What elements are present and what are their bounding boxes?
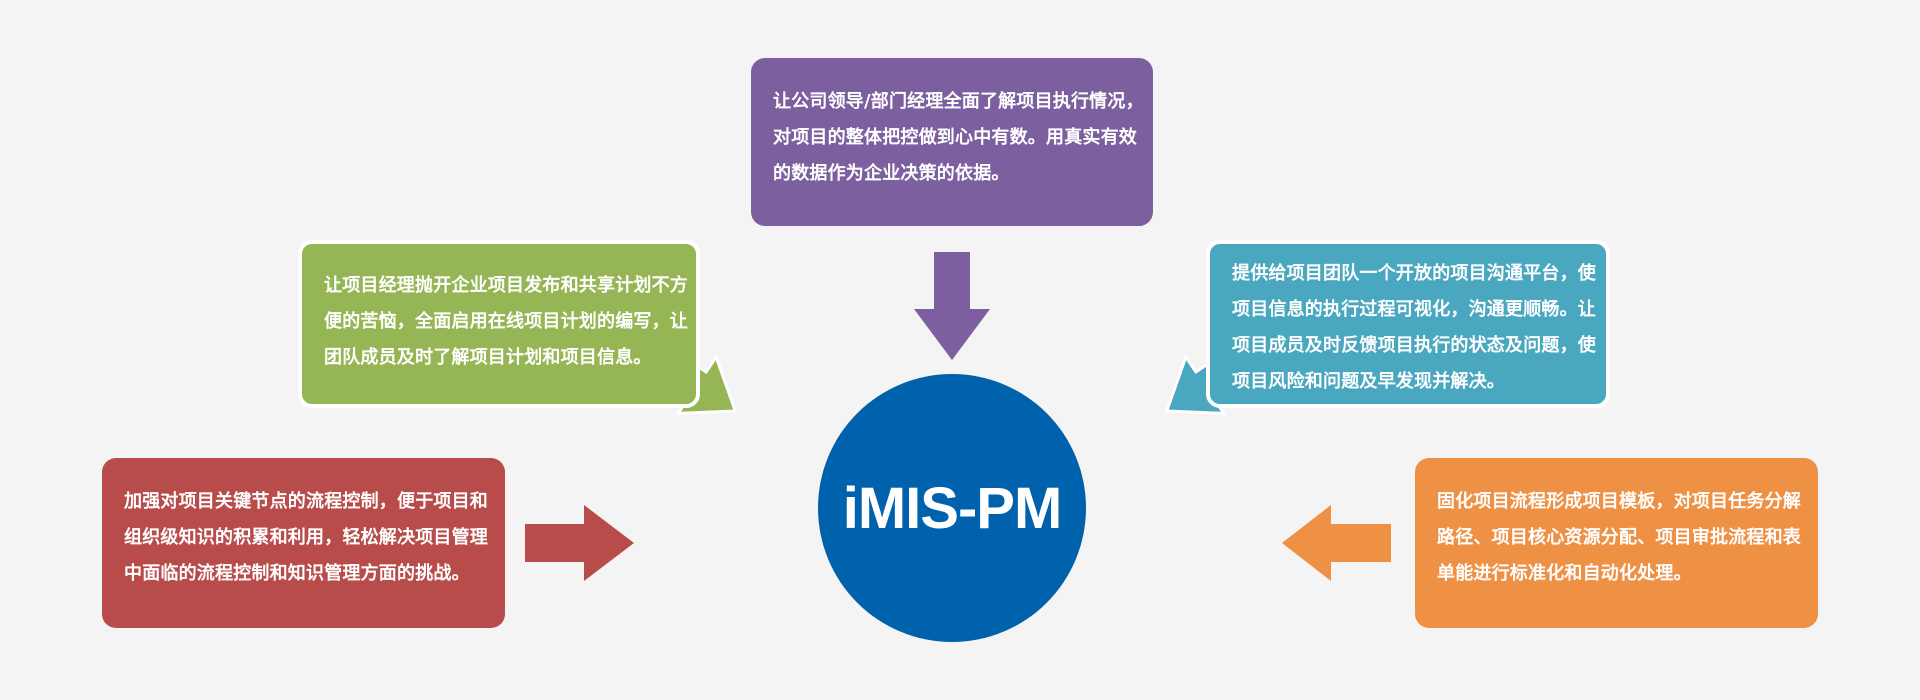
arrow-left-right xyxy=(525,505,634,581)
goal-lower-right-line-1: 固化项目流程形成项目模板，对项目任务分解 xyxy=(1437,491,1801,512)
goal-lower-left-line-2: 组织级知识的积累和利用，轻松解决项目管理 xyxy=(124,527,488,548)
goal-top-line-3: 的数据作为企业决策的依据。 xyxy=(773,163,1010,184)
goal-upper-right-line-2: 项目信息的执行过程可视化，沟通更顺畅。让 xyxy=(1232,299,1596,320)
goal-upper-left-line-1: 让项目经理抛开企业项目发布和共享计划不方 xyxy=(324,275,688,296)
goal-upper-left-line-3: 团队成员及时了解项目计划和项目信息。 xyxy=(324,347,652,368)
goal-box-lower-right: 固化项目流程形成项目模板，对项目任务分解 路径、项目核心资源分配、项目审批流程和… xyxy=(1415,458,1818,628)
arrow-top-down xyxy=(914,252,990,360)
goal-box-lower-left: 加强对项目关键节点的流程控制，便于项目和 组织级知识的积累和利用，轻松解决项目管… xyxy=(102,458,505,628)
goal-upper-right-line-4: 项目风险和问题及早发现并解决。 xyxy=(1232,371,1505,392)
goal-lower-right-line-3: 单能进行标准化和自动化处理。 xyxy=(1437,563,1692,584)
goal-box-top: 让公司领导/部门经理全面了解项目执行情况， 对项目的整体把控做到心中有数。用真实… xyxy=(751,58,1153,226)
goal-top-line-1: 让公司领导/部门经理全面了解项目执行情况， xyxy=(773,91,1144,112)
goal-lower-right-line-2: 路径、项目核心资源分配、项目审批流程和表 xyxy=(1437,527,1801,548)
goal-box-upper-left: 让项目经理抛开企业项目发布和共享计划不方 便的苦恼，全面启用在线项目计划的编写，… xyxy=(298,240,700,408)
goal-upper-right-line-1: 提供给项目团队一个开放的项目沟通平台，使 xyxy=(1232,263,1596,284)
arrow-right-left xyxy=(1282,505,1391,581)
center-title: iMIS-PM xyxy=(842,475,1063,541)
goal-upper-left-line-2: 便的苦恼，全面启用在线项目计划的编写，让 xyxy=(324,311,688,332)
goal-lower-left-line-3: 中面临的流程控制和知识管理方面的挑战。 xyxy=(124,563,470,584)
goal-upper-right-line-3: 项目成员及时反馈项目执行的状态及问题，使 xyxy=(1232,335,1596,356)
center-circle: iMIS-PM xyxy=(818,374,1086,642)
goal-top-line-2: 对项目的整体把控做到心中有数。用真实有效 xyxy=(773,127,1137,148)
goal-box-upper-right: 提供给项目团队一个开放的项目沟通平台，使 项目信息的执行过程可视化，沟通更顺畅。… xyxy=(1206,240,1610,408)
goal-lower-left-line-1: 加强对项目关键节点的流程控制，便于项目和 xyxy=(124,491,488,512)
